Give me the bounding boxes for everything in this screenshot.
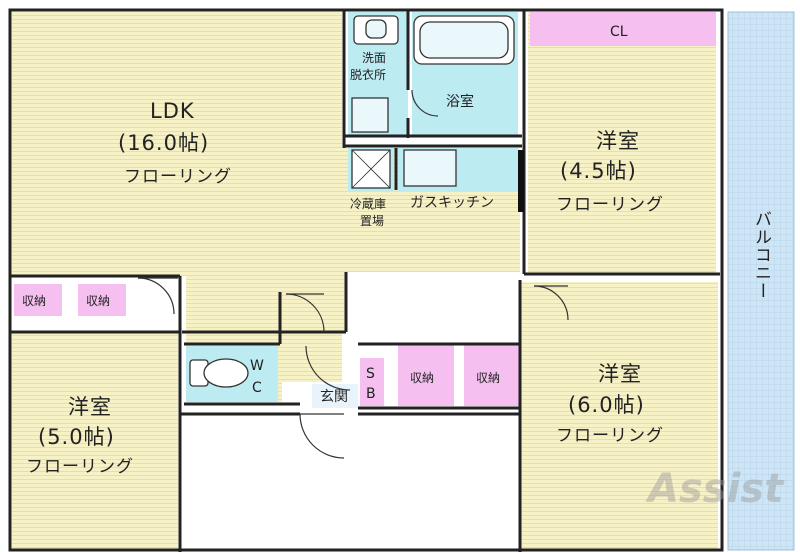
storage-label-1: 収納 xyxy=(22,294,46,308)
wc-label-w: W xyxy=(250,358,264,374)
western-room-5-0: 洋室 (5.0帖) フローリング xyxy=(26,395,134,477)
fridge-label-1: 冷蔵庫 xyxy=(350,197,386,211)
western-5-0-floor: フローリング xyxy=(26,457,134,477)
storage-label-3: 収納 xyxy=(410,371,434,385)
western-room-6-0: 洋室 (6.0帖) フローリング xyxy=(556,362,664,446)
entrance-label: 玄関 xyxy=(320,388,348,405)
western-4-5-name: 洋室 xyxy=(596,129,640,153)
fridge-label-2: 置場 xyxy=(360,214,384,228)
western-4-5-floor: フローリング xyxy=(556,195,664,215)
fixtures xyxy=(189,15,515,388)
western-room-4-5: 洋室 (4.5帖) フローリング xyxy=(556,129,664,215)
western-6-0-floor: フローリング xyxy=(556,426,664,446)
wc-label-c: C xyxy=(252,380,262,396)
closet-label: CL xyxy=(610,24,628,40)
ldk-floor: フローリング xyxy=(124,167,232,187)
western-6-0-size: (6.0帖) xyxy=(568,393,645,417)
western-6-0-name: 洋室 xyxy=(598,362,642,386)
washroom-label-2: 脱衣所 xyxy=(350,67,386,82)
ldk-room: LDK (16.0帖) フローリング xyxy=(118,99,232,187)
bathroom-label: 浴室 xyxy=(446,93,474,110)
kitchen-partition xyxy=(518,150,524,212)
western-5-0-name: 洋室 xyxy=(68,395,112,419)
storage-label-2: 収納 xyxy=(86,294,110,308)
watermark-logo: Assist xyxy=(645,466,785,512)
balcony-area xyxy=(727,11,795,551)
western-4-5-size: (4.5帖) xyxy=(560,159,637,183)
ldk-name: LDK xyxy=(150,99,195,123)
door-swings xyxy=(137,89,569,459)
shoebox-label-s: S xyxy=(366,366,375,382)
walls xyxy=(8,8,724,552)
kitchen-label: ガスキッチン xyxy=(410,195,494,211)
shoebox-label-b: B xyxy=(366,386,376,402)
balcony-label: バルコニー xyxy=(751,210,771,300)
ldk-size: (16.0帖) xyxy=(118,131,209,155)
storage-label-4: 収納 xyxy=(476,371,500,385)
western-5-0-size: (5.0帖) xyxy=(38,425,115,449)
washroom-label-1: 洗面 xyxy=(362,51,386,65)
